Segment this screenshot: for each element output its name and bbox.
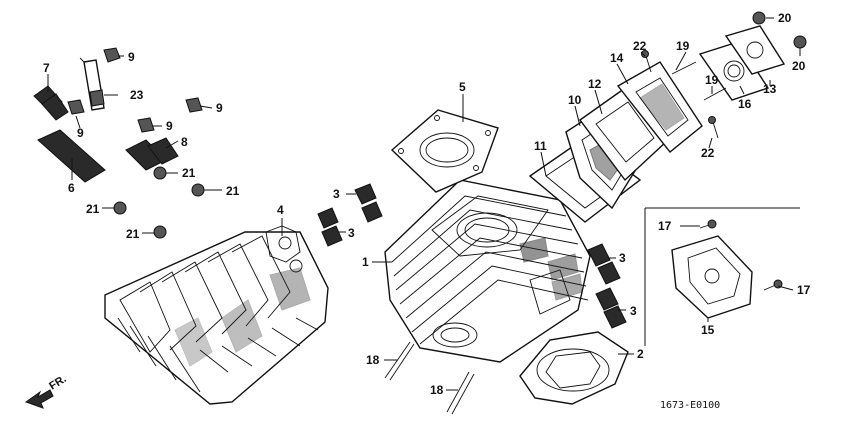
- callout-23: 23: [130, 88, 144, 102]
- callout-20: 20: [778, 11, 792, 25]
- head-gasket-drawing: [390, 109, 499, 193]
- intake-joint-drawing: [698, 25, 786, 101]
- callout-labels: 1 2 3 3 3 3 4 5 6 7 8 9 9 9 9 10 11 12 1…: [43, 11, 811, 397]
- callout-17: 17: [658, 219, 672, 233]
- callout-6: 6: [68, 181, 75, 195]
- base-gasket-drawing: [519, 331, 629, 405]
- callout-21: 21: [126, 227, 140, 241]
- callout-9: 9: [77, 126, 84, 140]
- callout-18: 18: [430, 383, 444, 397]
- callout-20: 20: [792, 59, 806, 73]
- callout-2: 2: [637, 347, 644, 361]
- callout-4: 4: [277, 203, 284, 217]
- callout-12: 12: [588, 77, 602, 91]
- reed-valve-assembly-drawing: [528, 61, 703, 223]
- callout-11: 11: [534, 139, 547, 153]
- callout-17: 17: [797, 283, 811, 297]
- fasteners-drawing: [67, 11, 807, 415]
- callout-19: 19: [676, 39, 690, 53]
- inset-cover-drawing: [644, 207, 800, 346]
- callout-3: 3: [619, 251, 626, 265]
- callout-7: 7: [43, 61, 50, 75]
- callout-21: 21: [86, 202, 100, 216]
- clamps-and-damper-rubbers-drawing: [33, 85, 627, 329]
- callout-21: 21: [226, 184, 240, 198]
- callout-3: 3: [333, 187, 340, 201]
- drawing-code: 1673-E0100: [660, 400, 720, 411]
- callout-15: 15: [701, 323, 715, 337]
- callout-16: 16: [738, 97, 752, 111]
- callout-21: 21: [182, 166, 196, 180]
- callout-9: 9: [128, 50, 135, 64]
- callout-9: 9: [166, 119, 173, 133]
- front-direction-indicator: FR.: [24, 373, 69, 409]
- callout-3: 3: [348, 226, 355, 240]
- callout-1: 1: [362, 255, 369, 269]
- leader-lines: [47, 17, 801, 391]
- callout-10: 10: [568, 93, 582, 107]
- front-arrow-icon: [24, 389, 54, 409]
- callout-8: 8: [181, 135, 188, 149]
- front-direction-label: FR.: [47, 373, 68, 393]
- callout-14: 14: [610, 51, 624, 65]
- callout-22: 22: [701, 146, 715, 160]
- callout-13: 13: [763, 82, 777, 96]
- cylinder-drawing: [384, 179, 591, 363]
- callout-3: 3: [630, 304, 637, 318]
- cylinder-head-drawing: [104, 225, 329, 405]
- callout-22: 22: [633, 39, 647, 53]
- callout-5: 5: [459, 80, 466, 94]
- callout-18: 18: [366, 353, 380, 367]
- callout-19: 19: [705, 73, 719, 87]
- callout-9: 9: [216, 101, 223, 115]
